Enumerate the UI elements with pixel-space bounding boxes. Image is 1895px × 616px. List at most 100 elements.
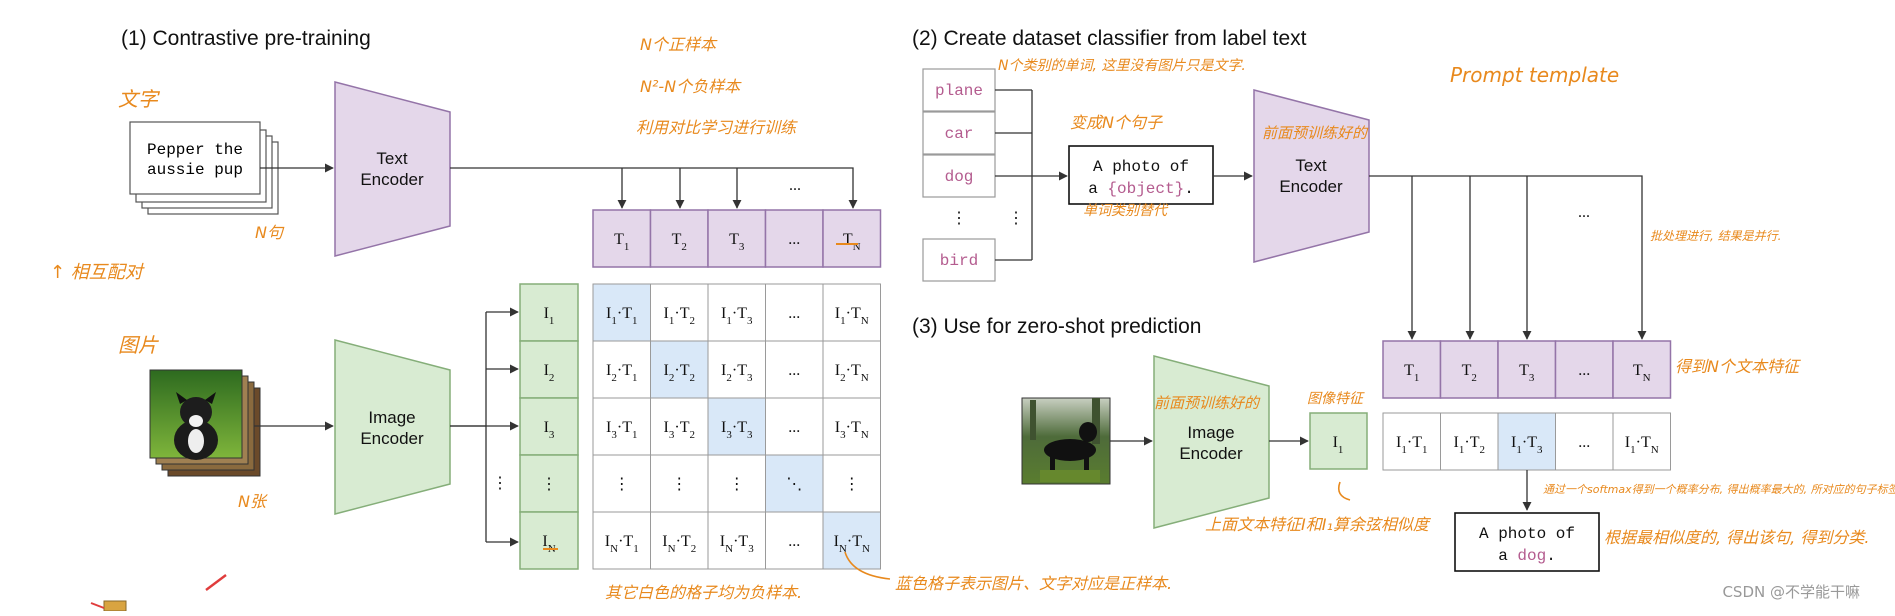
svg-text:⋮: ⋮: [1008, 210, 1024, 227]
matrix-cell-label: IN·T3: [720, 533, 754, 555]
note-n-sentences: N句: [255, 223, 285, 242]
matrix-cell: [592, 340, 651, 399]
branch-vdots: ⋮: [492, 475, 508, 492]
text-input-stack: Pepper the aussie pup: [129, 121, 279, 215]
note-n-class-words: N个类别的单词, 这里没有图片只是文字.: [998, 58, 1246, 74]
zero-shot-cell-label: I1·T2: [1454, 434, 1485, 456]
matrix-cell-label: I3·T3: [721, 419, 753, 441]
image-feature-label: I3: [544, 419, 555, 441]
label-text: bird: [940, 252, 978, 270]
matrix-cell-label: ...: [788, 305, 800, 322]
matrix-cell: [592, 511, 651, 570]
zero-shot-cell-label: I1·T1: [1396, 434, 1427, 456]
note-text-label: 文字: [118, 87, 161, 111]
svg-text:a {object}.: a {object}.: [1088, 180, 1194, 198]
matrix-cell: [592, 454, 651, 513]
matrix-cell-label: I1·T1: [606, 305, 637, 327]
label-cell: [922, 68, 996, 112]
label-cell: [922, 238, 996, 282]
annotations: N个正样本 N²-N个负样本 利用对比学习进行训练 文字 N句 ↑ 相互配对 图…: [50, 35, 1895, 602]
text-encoder-2-branches: [1369, 175, 1647, 340]
note-use-contrastive: 利用对比学习进行训练: [636, 118, 798, 137]
text-feature-cell: [1439, 340, 1499, 399]
text-feature-cell: [1612, 340, 1672, 399]
image-encoder-branches: [450, 307, 519, 547]
zero-shot-cell-label: I1·TN: [1625, 434, 1659, 456]
text-feature-label: ...: [788, 231, 800, 248]
matrix-cell-label: ⋱: [786, 476, 802, 493]
label-text: plane: [935, 82, 983, 100]
matrix-cell-label: I1·T2: [664, 305, 695, 327]
image-feature-label: ⋮: [541, 476, 557, 493]
note-softmax: 通过一个softmax得到一个概率分布, 得出概率最大的, 所对应的句子标签: [1543, 483, 1895, 496]
text-feature-cell: [1497, 340, 1557, 399]
image-encoder-1: Image Encoder: [334, 339, 451, 515]
note-cosine: 上面文本特征I和I₁算余弦相似度: [1205, 515, 1432, 534]
dog-image-stack: [149, 369, 261, 477]
text-feature-cell: [649, 209, 709, 268]
matrix-cell-label: I2·T1: [606, 362, 637, 384]
text-feature-cell: [822, 209, 882, 268]
note-prompt-template: Prompt template: [1450, 63, 1619, 87]
matrix-cell-label: ⋮: [671, 476, 687, 493]
text-feature-label: T1: [614, 231, 629, 253]
note-make-n-sentences: 变成N个句子: [1070, 113, 1163, 132]
zero-shot-cell-label: I1·T3: [1511, 434, 1543, 456]
matrix-cell-label: ⋮: [844, 476, 860, 493]
matrix-cell: [765, 397, 824, 456]
text-feature-label: ...: [1578, 362, 1590, 379]
text-encoder-2: Text Encoder: [1253, 89, 1370, 263]
zero-shot-cell-best: [1497, 412, 1556, 471]
text-feature-cell: [707, 209, 767, 268]
matrix-cell: [822, 283, 881, 342]
note-other-negative: 其它白色的格子均为负样本.: [605, 583, 802, 602]
matrix-cell-label: I2·T3: [721, 362, 753, 384]
note-image-feature: 图像特征: [1307, 391, 1365, 407]
svg-text:A photo of: A photo of: [1479, 525, 1575, 543]
note-pairs: ↑ 相互配对: [50, 262, 145, 283]
matrix-cell-label: I3·TN: [835, 419, 869, 441]
note-n-images: N张: [238, 492, 268, 511]
image-feature-cell: [519, 283, 579, 342]
matrix-cell: [707, 454, 766, 513]
matrix-cell-label: ⋮: [729, 476, 745, 493]
note-pretrained-image: 前面预训练好的: [1154, 394, 1261, 412]
text-feature-label: TN: [843, 231, 861, 253]
svg-text:Text: Text: [1295, 156, 1326, 175]
note-best-match: 根据最相似度的, 得出该句, 得到分类.: [1604, 528, 1869, 547]
text-feature-cell: [592, 209, 652, 268]
svg-text:Encoder: Encoder: [1179, 444, 1243, 463]
section2-title: (2) Create dataset classifier from label…: [912, 27, 1307, 50]
text-feature-label: T1: [1404, 362, 1419, 384]
image-feature-label: I2: [544, 362, 555, 384]
partial-scribble: [90, 574, 227, 612]
matrix-cell: [707, 340, 766, 399]
svg-text:Encoder: Encoder: [360, 429, 424, 448]
matrix-cell-positive: [822, 511, 881, 570]
label-list-vdots: ⋮ ⋮: [951, 210, 1024, 227]
svg-text:a dog.: a dog.: [1498, 547, 1556, 565]
matrix-cell-positive: [592, 283, 651, 342]
note-get-n-text-features: 得到N个文本特征: [1675, 357, 1801, 376]
image-feature-cell: [519, 454, 579, 513]
matrix-cell-label: I3·T2: [664, 419, 695, 441]
matrix-cell-label: ...: [788, 419, 800, 436]
text-encoder-1: Text Encoder: [334, 81, 451, 257]
watermark: CSDN @不学能干嘛: [1722, 583, 1860, 601]
label-text: dog: [945, 168, 974, 186]
text-feature-label: T2: [1462, 362, 1477, 384]
matrix-cell-label: I2·TN: [835, 362, 869, 384]
image-feature-cell: [519, 397, 579, 456]
section3-title: (3) Use for zero-shot prediction: [912, 315, 1201, 338]
zero-shot-image-feature: I1: [1309, 412, 1368, 470]
matrix-cell-label: I2·T2: [664, 362, 695, 384]
matrix-cell: [650, 397, 709, 456]
svg-text:A photo of: A photo of: [1093, 158, 1189, 176]
text-feature-label: TN: [1633, 362, 1651, 384]
matrix-cell-positive: [765, 454, 824, 513]
